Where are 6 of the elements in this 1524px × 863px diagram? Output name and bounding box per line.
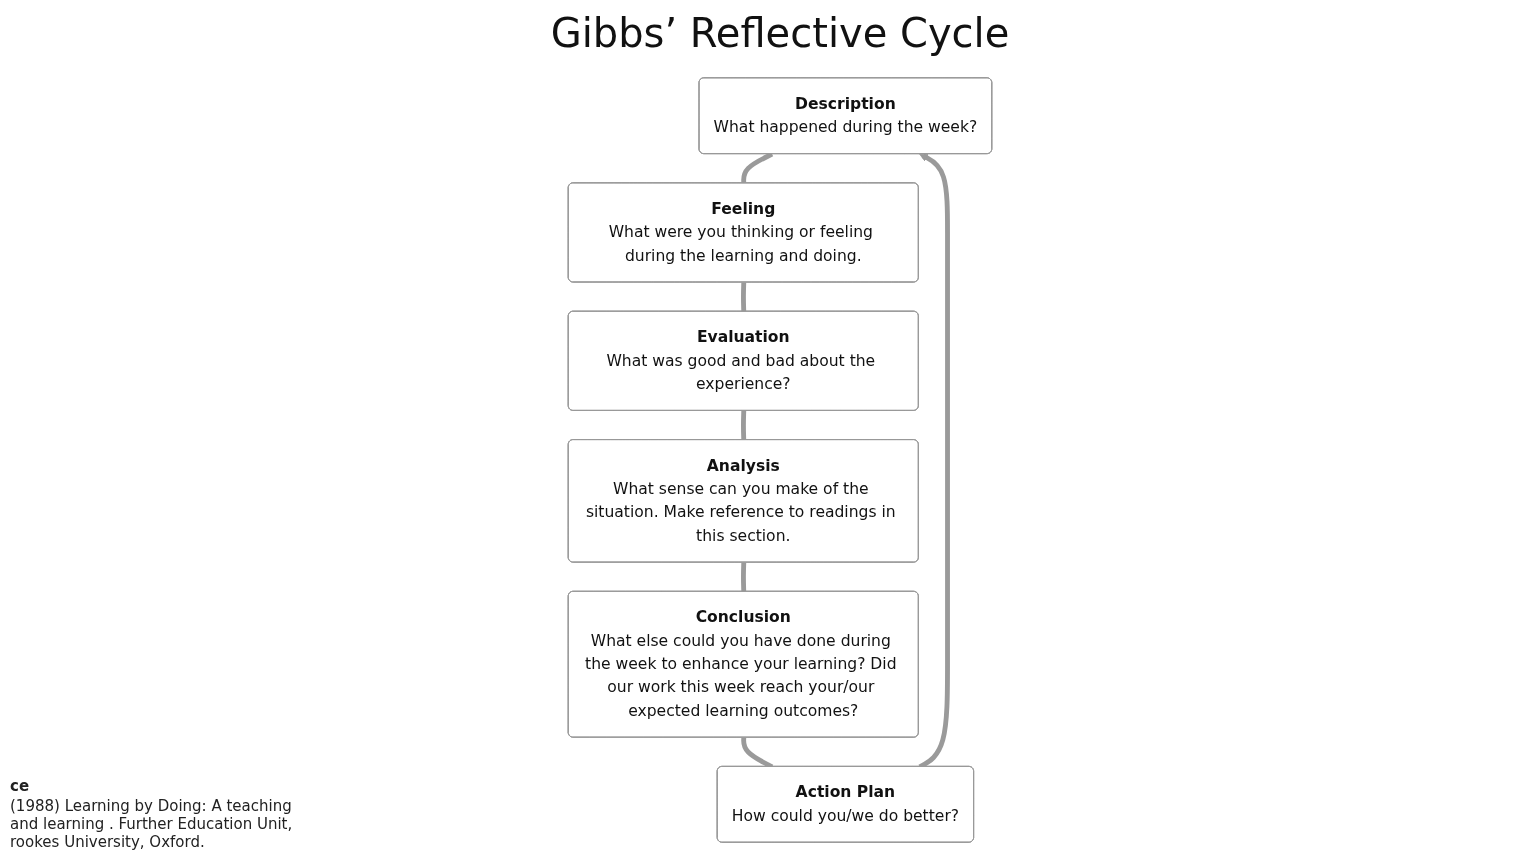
diagram-title: Gibbs’ Reflective Cycle (549, 10, 1011, 56)
reference-note: (1988) Learning by Doing: A teaching and learning . Further Education Unit, rookes University, Oxford. (10, 797, 294, 851)
connector (741, 562, 747, 592)
connector (741, 410, 747, 441)
connector (741, 282, 747, 312)
reference-heading: ce (10, 777, 31, 795)
